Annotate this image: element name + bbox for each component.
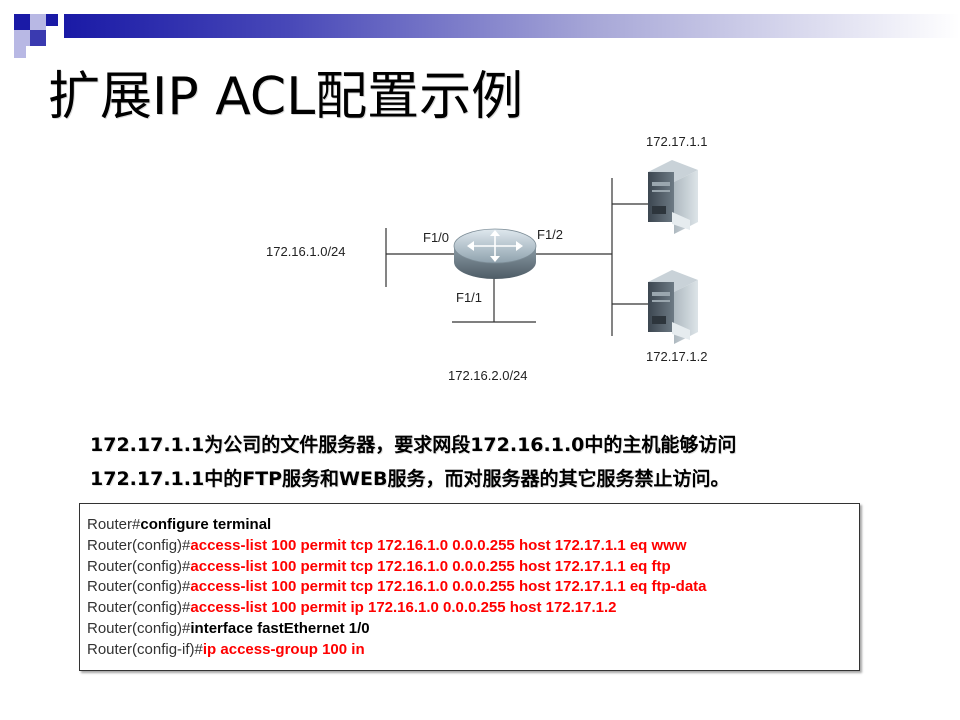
command-line: Router(config)#interface fastEthernet 1/… (87, 619, 859, 640)
header-square-dark-2 (46, 14, 58, 26)
command-box: Router#configure terminal Router(config)… (79, 503, 860, 671)
interface-f1-1-label: F1/1 (456, 290, 482, 305)
header-square-dark-3 (30, 30, 46, 46)
header-gradient-bar (64, 14, 960, 38)
command-line: Router#configure terminal (87, 515, 859, 536)
description-line-2: 172.17.1.1中的FTP服务和WEB服务，而对服务器的其它服务禁止访问。 (90, 468, 730, 490)
command-text: ip access-group 100 in (202, 640, 365, 658)
command-text: access-list 100 permit tcp 172.16.1.0 0.… (190, 536, 687, 554)
requirement-description: 172.17.1.1为公司的文件服务器，要求网段172.16.1.0中的主机能够… (90, 428, 910, 496)
command-text: access-list 100 permit tcp 172.16.1.0 0.… (190, 557, 671, 575)
command-prompt: Router(config)# (87, 578, 191, 596)
command-line: Router(config)#access-list 100 permit tc… (87, 536, 859, 557)
command-prompt: Router(config)# (87, 619, 191, 637)
header-square-light-3 (14, 46, 26, 58)
command-line: Router(config)#access-list 100 permit ip… (87, 598, 859, 619)
interface-f1-2-label: F1/2 (537, 227, 563, 242)
command-prompt: Router(config)# (87, 557, 191, 575)
server-icon-1 (648, 160, 698, 234)
header-square-dark-1 (14, 14, 30, 30)
command-line: Router(config)#access-list 100 permit tc… (87, 557, 859, 578)
command-text: access-list 100 permit tcp 172.16.1.0 0.… (190, 578, 707, 596)
command-line: Router(config)#access-list 100 permit tc… (87, 577, 859, 598)
bottom-network-label: 172.16.2.0/24 (448, 368, 528, 383)
server-icon-2 (648, 270, 698, 344)
network-diagram: 172.17.1.1 172.17.1.2 F1/0 F1/2 F1/1 172… (266, 134, 707, 383)
left-network-label: 172.16.1.0/24 (266, 244, 346, 259)
slide-title: 扩展IP ACL配置示例 (48, 67, 524, 127)
command-line: Router(config-if)#ip access-group 100 in (87, 640, 859, 661)
header-square-light-1 (30, 14, 46, 30)
command-prompt: Router(config)# (87, 536, 191, 554)
command-prompt: Router(config)# (87, 599, 191, 617)
description-line-1: 172.17.1.1为公司的文件服务器，要求网段172.16.1.0中的主机能够… (90, 434, 737, 456)
interface-f1-0-label: F1/0 (423, 230, 449, 245)
command-text: configure terminal (140, 516, 272, 533)
router-icon (453, 228, 537, 279)
command-prompt: Router(config-if)# (87, 640, 203, 658)
header-square-light-2 (14, 30, 30, 46)
server-1-ip-label: 172.17.1.1 (646, 134, 707, 149)
server-2-ip-label: 172.17.1.2 (646, 349, 707, 364)
command-text: interface fastEthernet 1/0 (190, 619, 370, 637)
command-prompt: Router# (87, 516, 141, 533)
command-text: access-list 100 permit ip 172.16.1.0 0.0… (190, 599, 617, 617)
